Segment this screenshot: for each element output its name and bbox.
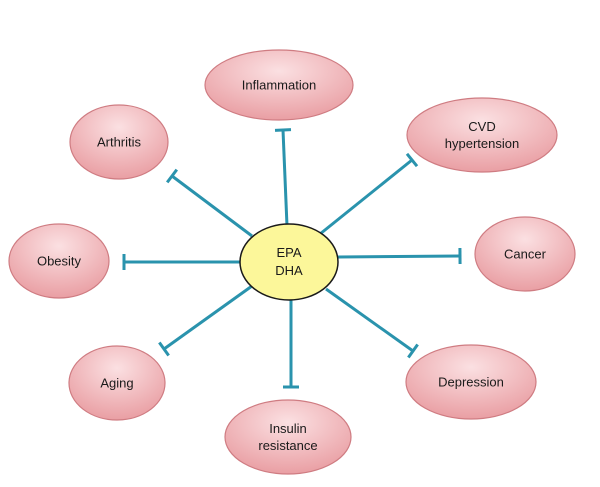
- center-shape: [239, 223, 339, 301]
- inhibition-bar-inflammation: [274, 128, 292, 132]
- node-obesity: Obesity: [8, 223, 110, 299]
- inhibition-line-depression: [325, 287, 414, 353]
- node-label-aging: Aging: [100, 376, 133, 391]
- inhibition-line-cvd-hypertension: [319, 158, 413, 236]
- node-label-inflammation: Inflammation: [242, 78, 316, 93]
- inhibition-line-inflammation: [281, 129, 289, 227]
- center-label-line-2: DHA: [275, 263, 303, 278]
- node-arthritis: Arthritis: [69, 104, 169, 180]
- node-inflammation: Inflammation: [204, 49, 354, 121]
- node-shape-cvd-hypertension: [406, 97, 558, 173]
- node-shape-obesity: [8, 223, 110, 299]
- node-label-cvd-hypertension-line-2: hypertension: [445, 136, 519, 151]
- node-shape-aging: [68, 345, 166, 421]
- node-label-obesity: Obesity: [37, 254, 82, 269]
- center-label-line-1: EPA: [276, 245, 301, 260]
- center-node: EPA DHA: [239, 223, 339, 301]
- node-shape-depression: [405, 344, 537, 420]
- node-shape-insulin-resistance: [224, 399, 352, 475]
- node-label-depression: Depression: [438, 375, 504, 390]
- node-shape-arthritis: [69, 104, 169, 180]
- node-label-insulin-resistance-line-1: Insulin: [269, 421, 307, 436]
- node-aging: Aging: [68, 345, 166, 421]
- node-cancer: Cancer: [474, 216, 576, 292]
- node-label-cancer: Cancer: [504, 247, 547, 262]
- node-cvd-hypertension: CVD hypertension: [406, 97, 558, 173]
- node-label-arthritis: Arthritis: [97, 135, 142, 150]
- node-shape-inflammation: [204, 49, 354, 121]
- inhibition-bar-aging: [158, 341, 170, 357]
- inhibition-line-aging: [163, 284, 253, 351]
- inhibition-bar-arthritis: [165, 168, 179, 184]
- inhibition-line-arthritis: [171, 174, 253, 238]
- node-label-insulin-resistance-line-2: resistance: [258, 438, 317, 453]
- node-insulin-resistance: Insulin resistance: [224, 399, 352, 475]
- inhibition-bar-depression: [407, 343, 419, 359]
- inhibition-bar-cvd-hypertension: [405, 152, 419, 168]
- node-label-cvd-hypertension-line-1: CVD: [468, 119, 495, 134]
- node-depression: Depression: [405, 344, 537, 420]
- connectors: [122, 128, 462, 389]
- node-shape-cancer: [474, 216, 576, 292]
- inhibition-line-cancer: [337, 254, 461, 259]
